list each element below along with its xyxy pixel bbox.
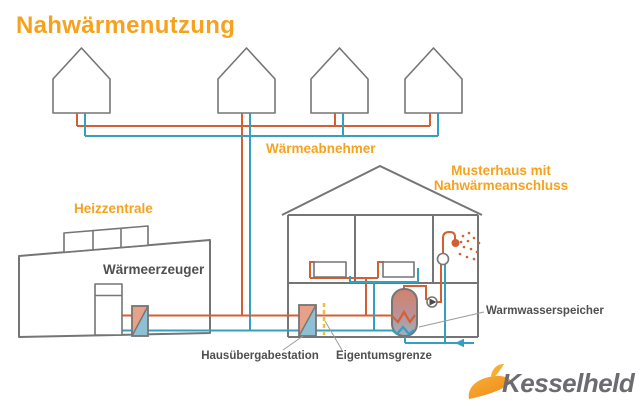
hot-water-tank-label: Warmwasserspeicher bbox=[486, 305, 604, 317]
transfer-station-leader-line bbox=[282, 335, 304, 351]
shower-spray-dots bbox=[458, 231, 481, 261]
consumer-houses bbox=[52, 47, 463, 114]
model-house-interior-walls bbox=[354, 215, 434, 283]
heat-generator-label: Wärmeerzeuger bbox=[103, 262, 205, 277]
page-title: Nahwärmenutzung bbox=[16, 12, 236, 39]
tank-leader-line bbox=[418, 311, 485, 328]
boiler bbox=[94, 283, 123, 336]
model-house-roof bbox=[281, 165, 483, 216]
district-supply-pipe bbox=[76, 113, 431, 316]
radiator-supply-pipes bbox=[309, 261, 384, 315]
model-house-label: Musterhaus mit Nahwärmeanschluss bbox=[425, 163, 577, 193]
logo-swoosh-icon bbox=[468, 364, 511, 399]
property-boundary-leader-line bbox=[324, 320, 343, 351]
house-outline-1 bbox=[52, 47, 111, 114]
tank-heating-coil bbox=[391, 309, 416, 325]
radiator-2 bbox=[382, 261, 415, 278]
model-house-fill bbox=[282, 166, 482, 337]
shower-riser-pipe bbox=[442, 231, 456, 253]
plant-roof-monitors bbox=[63, 225, 149, 254]
hot-water-pipe-pump-to-valve bbox=[437, 264, 442, 303]
cold-water-flow-arrow bbox=[455, 338, 464, 348]
plant-heat-exchanger-icon bbox=[131, 305, 149, 337]
model-house-label-line2: Nahwärmeanschluss bbox=[433, 177, 569, 193]
radiator-1 bbox=[313, 261, 347, 278]
pump-rotor-icon bbox=[429, 298, 437, 306]
model-house bbox=[281, 165, 483, 338]
house-outline-2 bbox=[217, 47, 276, 114]
mixing-valve bbox=[436, 252, 450, 266]
house-outline-3 bbox=[310, 47, 369, 114]
district-return-pipe bbox=[84, 113, 439, 331]
tank-cold-coil bbox=[391, 325, 415, 336]
logo-text: Kesselheld bbox=[502, 368, 635, 398]
transfer-station-label: Hausübergabestation bbox=[201, 350, 319, 362]
consumers-label: Wärmeabnehmer bbox=[266, 141, 376, 156]
shower-head-icon bbox=[451, 239, 460, 247]
transfer-station-heat-exchanger-icon bbox=[298, 304, 317, 337]
property-boundary-label: Eigentumsgrenze bbox=[336, 350, 432, 362]
plant-roof-monitor-dividers bbox=[92, 228, 122, 250]
radiator-return-pipes bbox=[349, 268, 419, 330]
house-outline-4 bbox=[404, 47, 463, 114]
model-house-label-line1: Musterhaus mit bbox=[451, 163, 551, 178]
heating-plant-label: Heizzentrale bbox=[74, 201, 153, 216]
model-house-walls bbox=[287, 214, 479, 338]
